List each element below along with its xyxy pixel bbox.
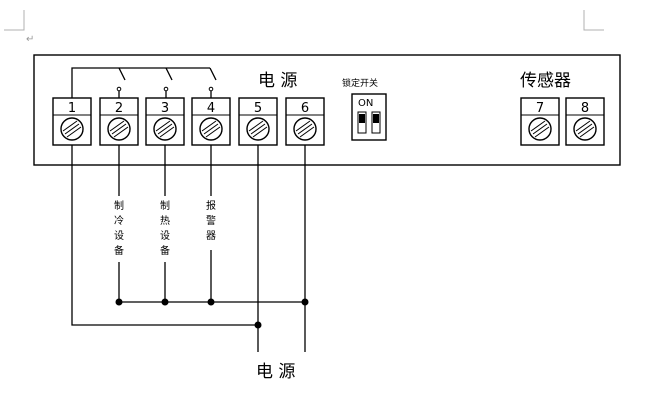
terminal-2: 2: [99, 97, 139, 146]
terminal-6: 6: [285, 97, 325, 146]
junction-dot: [161, 298, 169, 306]
load-char: 设: [114, 230, 124, 242]
external-wiring: [71, 145, 309, 352]
lock-switch-label: 锁定开关: [342, 77, 378, 89]
junction-dot: [254, 321, 262, 329]
controller-panel: [33, 54, 621, 166]
switch-4: [209, 67, 217, 81]
bottom-power-label: 电 源: [256, 362, 295, 382]
terminal-blocks: 1 2 3 4 5 6 7 8: [52, 97, 605, 146]
load-label-alarm: 报警器: [206, 199, 216, 242]
page-corner-marks: ↵: [4, 10, 604, 45]
junction-dot: [301, 298, 309, 306]
corner-mark-right: [583, 10, 604, 31]
screw-icon: [573, 117, 597, 141]
dip-toggle-1: [357, 111, 367, 134]
dip-toggle-2: [371, 111, 381, 134]
load-char: 备: [114, 244, 124, 257]
terminal-7: 7: [520, 97, 560, 146]
terminal-number: 5: [254, 101, 262, 116]
load-char: 设: [160, 230, 170, 242]
screw-icon: [246, 117, 270, 141]
terminal-number: 3: [161, 101, 169, 116]
terminal-5: 5: [238, 97, 278, 146]
load-char: 冷: [114, 214, 124, 227]
terminal-number: 7: [536, 101, 544, 116]
screw-icon: [107, 117, 131, 141]
junction-dot: [115, 298, 123, 306]
screw-icon: [60, 117, 84, 141]
screw-icon: [199, 117, 223, 141]
junction-dot: [207, 298, 215, 306]
screw-icon: [528, 117, 552, 141]
terminal-1: 1: [52, 97, 92, 146]
terminal-number: 1: [68, 101, 76, 116]
terminal-number: 8: [581, 101, 589, 116]
load-char: 报: [206, 199, 216, 212]
screw-icon: [293, 117, 317, 141]
relay-switches: [71, 67, 217, 98]
corner-mark-left: [4, 10, 25, 31]
load-char: 器: [206, 230, 216, 242]
dip-on-label: ON: [358, 98, 373, 109]
panel-power-label: 电 源: [258, 71, 297, 91]
load-char: 制: [114, 199, 124, 212]
paragraph-mark: ↵: [26, 34, 34, 45]
lock-switch: 锁定开关 ON: [342, 77, 387, 141]
load-char: 警: [206, 214, 216, 227]
terminal-8: 8: [565, 97, 605, 146]
terminal-3: 3: [145, 97, 185, 146]
dip-switch-body: [351, 93, 387, 141]
load-char: 热: [160, 214, 170, 227]
switch-2: [118, 67, 126, 81]
switch-3: [165, 67, 173, 81]
terminal-number: 6: [301, 101, 309, 116]
load-char: 备: [160, 244, 170, 257]
wire-terminal-1: [71, 145, 258, 326]
common-bus: [71, 67, 119, 98]
sensor-label: 传感器: [520, 71, 571, 91]
screw-icon: [153, 117, 177, 141]
load-char: 制: [160, 199, 170, 212]
terminal-number: 4: [207, 101, 215, 116]
terminal-4: 4: [191, 97, 231, 146]
terminal-number: 2: [115, 101, 123, 116]
